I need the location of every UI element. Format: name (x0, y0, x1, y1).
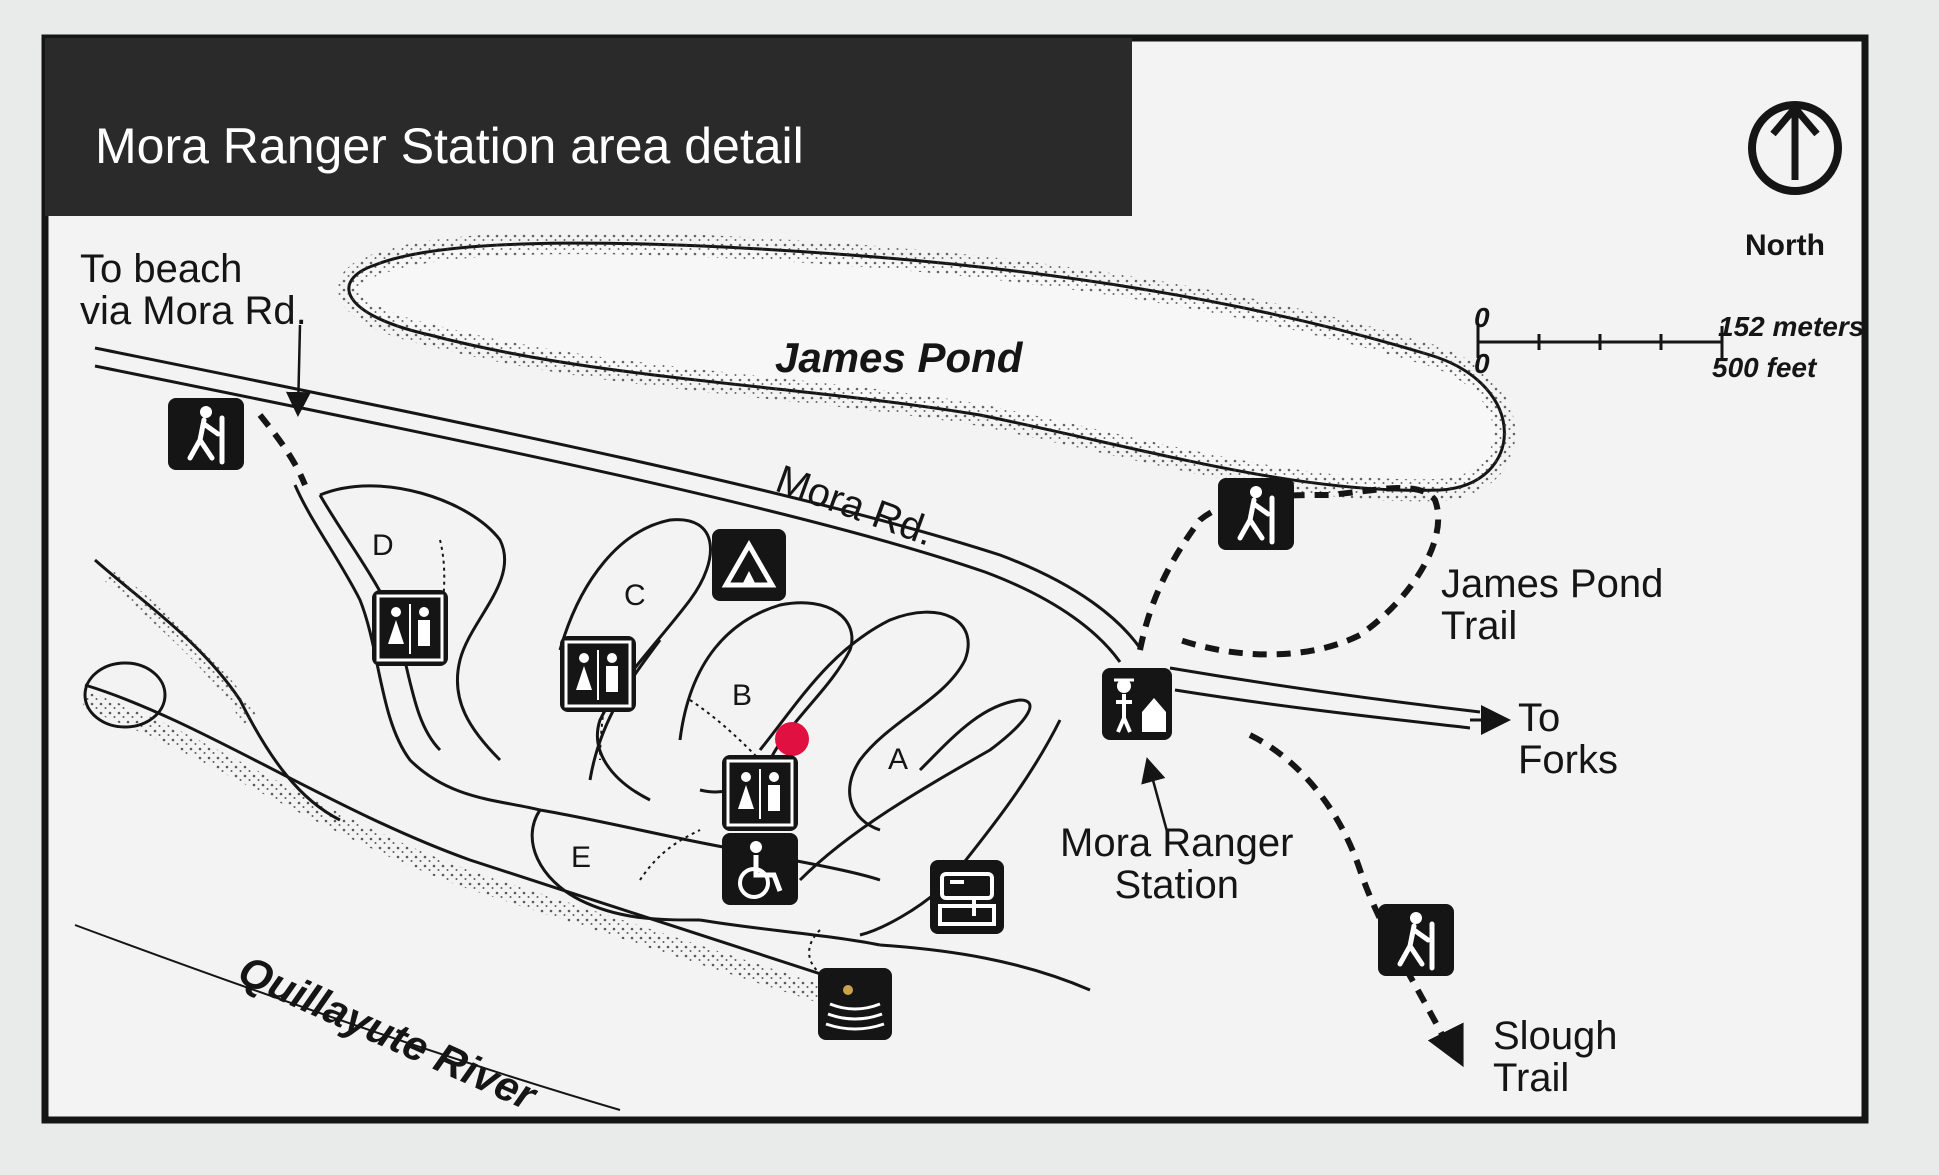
scale-imperial-end: 500 feet (1712, 352, 1817, 383)
forks-direction-label: To Forks (1518, 696, 1618, 782)
ranger-station-label: Mora Ranger Station (1060, 821, 1294, 907)
wheelchair-accessible-icon (722, 833, 798, 905)
scale-imperial-zero: 0 (1474, 348, 1490, 379)
slough-trail (1248, 732, 1453, 1052)
river-shoreline (74, 558, 873, 1111)
map-title: Mora Ranger Station area detail (95, 118, 804, 174)
loop-label-b: B (732, 679, 753, 712)
james-pond-trail (1137, 485, 1442, 658)
beach-trail (257, 413, 308, 487)
scale-metric-zero: 0 (1474, 302, 1490, 333)
ranger-icon (1102, 668, 1172, 740)
restroom-icon (372, 590, 448, 666)
loop-label-e: E (571, 841, 592, 874)
james-pond-trail-label: James Pond Trail (1441, 562, 1664, 648)
north-arrow-icon (1748, 101, 1842, 195)
location-marker (775, 722, 809, 756)
beach-direction-label: To beach via Mora Rd. (80, 247, 307, 333)
hiker-icon (1218, 478, 1294, 550)
amphitheater-icon (818, 968, 892, 1040)
hiker-icon (168, 398, 244, 470)
hiking-trails (257, 413, 1453, 1052)
james-pond (338, 232, 1516, 502)
tent-icon (712, 529, 786, 601)
scale-bar (1476, 326, 1724, 358)
restroom-icon (722, 755, 798, 831)
rv-dump-station-icon (930, 860, 1004, 934)
loop-label-a: A (888, 743, 909, 776)
title-bar (45, 38, 1132, 216)
north-label: North (1745, 229, 1825, 262)
scale-metric-end: 152 meters (1718, 311, 1865, 342)
mora-road (94, 346, 1511, 735)
hiker-icon (1378, 904, 1454, 976)
slough-trail-label: Slough Trail (1493, 1014, 1618, 1100)
restroom-icon (560, 636, 636, 712)
pointer-arrows (285, 324, 1170, 836)
loop-label-c: C (624, 579, 646, 612)
james-pond-label: James Pond (775, 334, 1023, 381)
loop-label-d: D (372, 529, 394, 562)
